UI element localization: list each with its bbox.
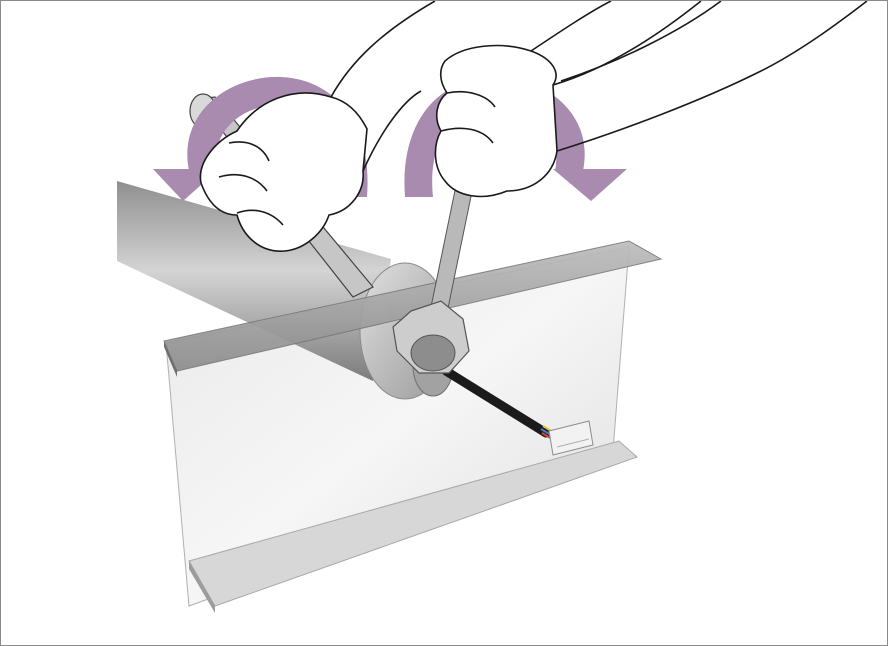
hand-icon: [435, 1, 867, 196]
